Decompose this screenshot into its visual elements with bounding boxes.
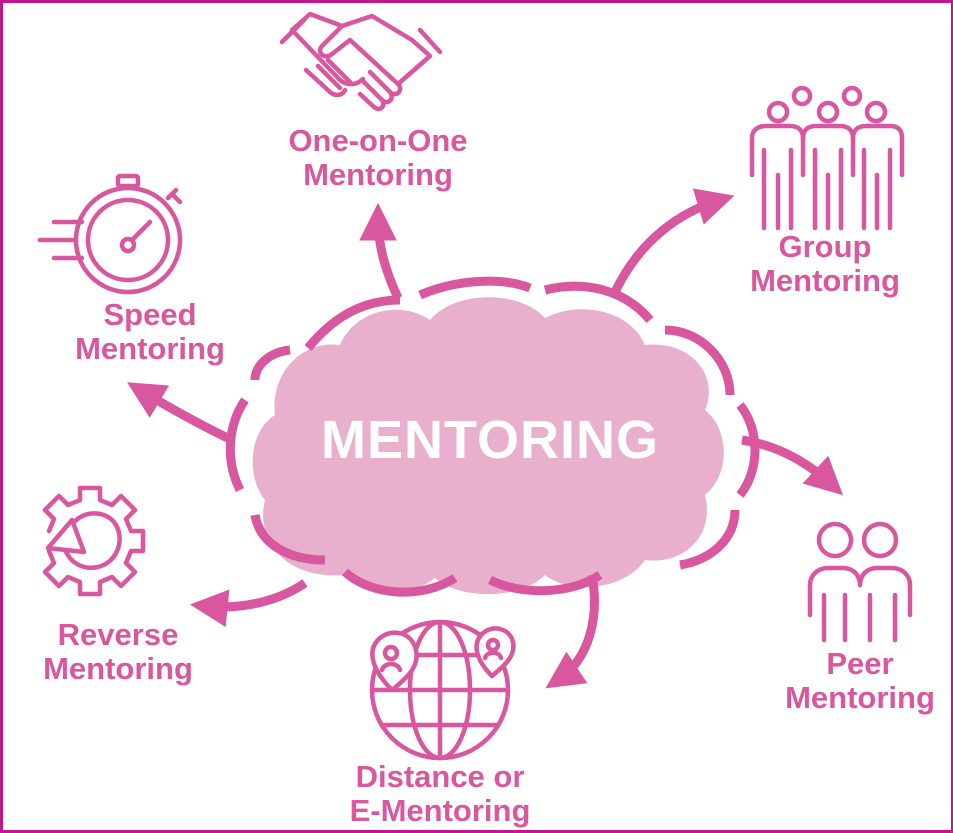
label-group: Group Mentoring [725,230,925,298]
arrow-peer [741,435,844,496]
stopwatch-icon [37,173,183,295]
label-reverse: Reverse Mentoring [28,618,208,686]
label-reverse-line1: Reverse [57,617,179,652]
label-distance: Distance or E-Mentoring [320,760,560,828]
label-distance-line2: E-Mentoring [349,793,531,828]
center-title: MENTORING [320,410,659,470]
group-people-icon [749,85,905,231]
gear-reverse-icon [42,485,146,597]
label-one-on-one-line1: One-on-One [288,123,468,158]
arrow-reverse [189,579,308,628]
center-cloud [252,297,724,595]
label-speed-line1: Speed [103,297,197,332]
arrow-group [610,188,735,294]
label-one-on-one: One-on-One Mentoring [258,124,498,192]
label-group-line2: Mentoring [750,263,900,298]
label-speed-line2: Mentoring [75,331,225,366]
globe-with-pins-icon [369,619,516,761]
label-group-line1: Group [778,229,872,264]
label-peer-line2: Mentoring [785,680,935,715]
label-one-on-one-line2: Mentoring [303,157,453,192]
arrow-distance [545,574,599,689]
arrow-one-on-one [359,202,403,300]
handshake-icon [279,11,443,112]
label-reverse-line2: Mentoring [43,651,193,686]
connector-arrows [127,188,844,689]
arrow-speed [127,382,234,445]
label-peer: Peer Mentoring [760,647,953,715]
label-distance-line1: Distance or [355,759,525,794]
label-speed: Speed Mentoring [60,298,240,366]
two-people-icon [807,521,913,643]
label-peer-line1: Peer [826,646,894,681]
